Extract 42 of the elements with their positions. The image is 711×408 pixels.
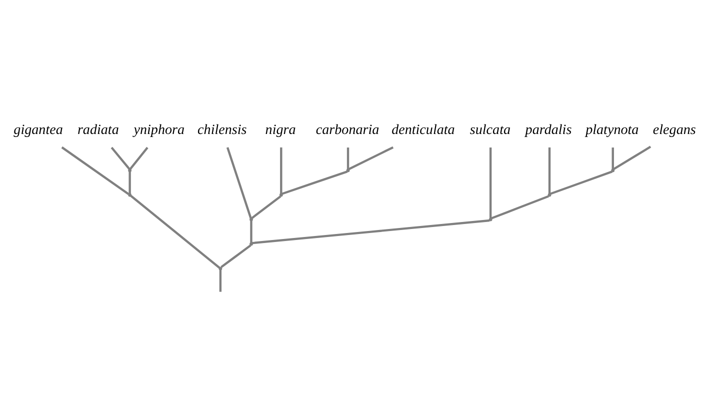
- connector: [548, 147, 551, 194]
- connector: [550, 170, 613, 195]
- node-text: chilensis: [198, 122, 247, 138]
- connector: [489, 148, 492, 218]
- node-text: pardalis: [525, 122, 572, 138]
- node-text: gigantea: [14, 122, 63, 138]
- node-text: radiata: [77, 122, 119, 138]
- node-point: [250, 218, 253, 222]
- connector: [110, 146, 130, 170]
- connector: [128, 172, 131, 194]
- connector: [129, 146, 148, 170]
- connector: [282, 170, 348, 195]
- connector: [252, 219, 490, 244]
- node-point: [611, 168, 615, 172]
- connector: [61, 146, 130, 195]
- connector: [490, 195, 549, 220]
- node-point: [128, 168, 132, 172]
- node-text: carbonaria: [316, 122, 380, 138]
- connector: [280, 147, 282, 194]
- node-point: [128, 193, 132, 197]
- node-text: yniphora: [134, 122, 185, 138]
- node-point: [548, 193, 552, 197]
- connector: [612, 148, 614, 170]
- node-point: [218, 266, 222, 270]
- node-text: denticulata: [392, 122, 455, 138]
- node-point: [250, 242, 253, 246]
- node-point: [279, 193, 283, 197]
- node-text: elegans: [652, 122, 696, 138]
- connector: [226, 147, 252, 219]
- connector: [348, 146, 394, 170]
- node-text: platynota: [586, 122, 639, 138]
- node-text: sulcata: [470, 122, 511, 138]
- node-point: [488, 218, 492, 222]
- node-text: nigra: [265, 122, 296, 138]
- connector: [130, 195, 220, 269]
- node-point: [346, 168, 350, 172]
- connector: [613, 146, 652, 170]
- connector: [220, 244, 252, 268]
- connector: [346, 148, 350, 170]
- connector: [219, 270, 222, 292]
- connector: [251, 195, 282, 219]
- connector: [250, 220, 252, 243]
